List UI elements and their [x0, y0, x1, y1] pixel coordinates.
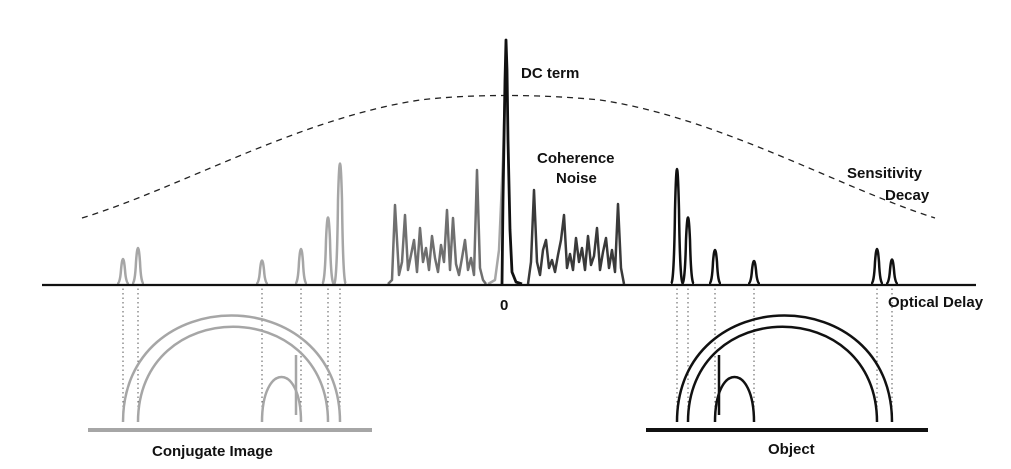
object-peak: [708, 248, 722, 286]
coherence-noise-label-line2: Noise: [556, 170, 597, 187]
object-small-arc: [713, 376, 756, 423]
sensitivity-decay-label-line1: Sensitivity: [847, 165, 923, 182]
conjugate-image-label: Conjugate Image: [152, 443, 273, 460]
conjugate-inner-arc: [136, 325, 330, 423]
object-peaks: [669, 168, 899, 286]
conjugate-image-structure: [121, 314, 342, 423]
conjugate-peak: [255, 259, 269, 286]
coherence-noise-left: [387, 168, 487, 285]
sensitivity-decay-curve: [81, 94, 936, 219]
conjugate-small-arc: [260, 376, 303, 423]
sensitivity-decay-label-line2: Decay: [885, 187, 930, 204]
object-outer-arc: [675, 314, 894, 423]
coherence-noise-right: [526, 188, 626, 285]
coherence-noise-label-line1: Coherence: [537, 150, 615, 167]
object-label: Object: [768, 441, 815, 458]
dc-term-peak: [500, 38, 523, 286]
conjugate-peak: [116, 257, 130, 286]
object-peak: [669, 168, 685, 286]
object-peak: [870, 247, 884, 286]
conjugate-peak: [294, 247, 308, 286]
conjugate-outer-arc: [121, 314, 342, 423]
object-peak: [680, 216, 696, 286]
conjugate-peaks: [116, 162, 348, 286]
zero-tick-label: 0: [500, 297, 509, 314]
conjugate-peak: [320, 216, 336, 286]
conjugate-peak: [332, 162, 348, 286]
conjugate-peak: [131, 246, 145, 286]
object-peak: [885, 258, 899, 286]
object-peak: [747, 259, 761, 286]
object-structure: [675, 314, 894, 423]
object-inner-arc: [686, 325, 879, 423]
optical-delay-label: Optical Delay: [888, 294, 984, 311]
dc-term-label: DC term: [521, 65, 580, 82]
